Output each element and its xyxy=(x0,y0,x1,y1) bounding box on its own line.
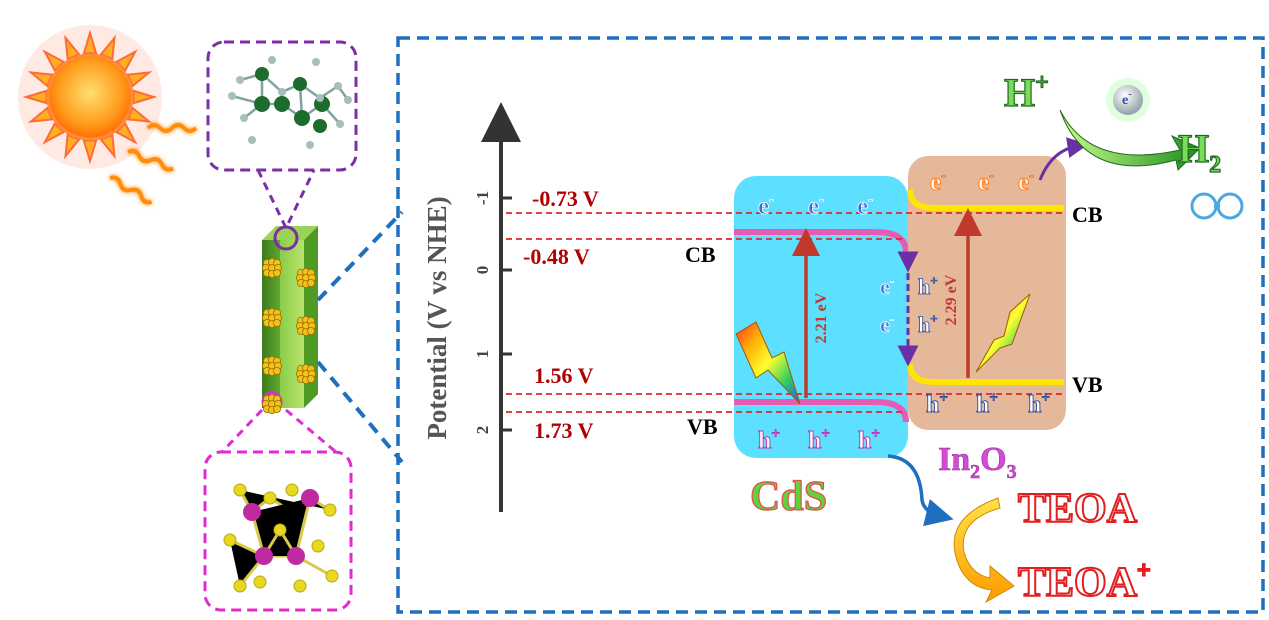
hole: h+ xyxy=(926,390,948,418)
in2o3-electrons: e- e- e- xyxy=(930,168,1035,197)
cds-name: CdS xyxy=(750,474,827,520)
sun-ray xyxy=(114,49,138,73)
hole: h+ xyxy=(758,426,780,454)
sun-ray xyxy=(42,49,66,73)
teoa-label: TEOA xyxy=(1018,486,1138,532)
electron: e- xyxy=(880,273,894,299)
level-in2o3-cb: -0.73 V xyxy=(532,186,599,211)
in2o3-crystal-structure xyxy=(206,40,358,172)
cds-electrons: e- e- e- xyxy=(758,192,874,221)
electron-ball-label: e- xyxy=(1122,89,1132,108)
h2-molecule-icon xyxy=(1190,192,1244,220)
in2o3-holes: h+ h+ h+ xyxy=(926,390,1051,419)
nanoparticle-cluster xyxy=(261,307,282,328)
hole: h+ xyxy=(918,273,938,299)
in2o3-cb-label: CB xyxy=(1072,202,1103,227)
lightning-icon xyxy=(975,293,1031,373)
in2o3-nanoparticles xyxy=(261,257,316,414)
electron: e- xyxy=(978,168,994,196)
in2o3-name: In2O3 xyxy=(938,441,1017,483)
in2o3-band-block xyxy=(907,156,1066,430)
level-in2o3-vb: 1.56 V xyxy=(534,363,594,388)
zoom-lines-top xyxy=(256,169,316,232)
nanoparticle-cluster xyxy=(295,363,316,384)
electron: e- xyxy=(880,311,894,337)
teoa-oxidized-label: TEOA+ xyxy=(1018,558,1151,606)
sun-icon xyxy=(18,25,162,169)
zoom-lines-bottom xyxy=(220,408,337,454)
cds-holes: h+ h+ h+ xyxy=(758,426,881,455)
cds-cb-label: CB xyxy=(685,242,716,267)
level-cds-vb: 1.73 V xyxy=(534,418,594,443)
proton-label: H+ xyxy=(1004,70,1049,115)
potential-axis: -1 0 1 2 Potential (V vs NHE) xyxy=(422,102,521,512)
sun-ray xyxy=(82,139,98,165)
hydrogen-evolution: e- H+ H2 xyxy=(1003,69,1244,220)
hole: h+ xyxy=(808,426,830,454)
cds-vb-label: VB xyxy=(687,414,718,439)
light-rays-icon xyxy=(109,123,198,205)
sun-ray xyxy=(126,71,153,88)
sun-ray xyxy=(27,106,54,123)
sun-ray xyxy=(27,71,54,88)
sun-ray xyxy=(99,133,116,160)
electron: e- xyxy=(930,168,946,196)
teoa-curved-arrow xyxy=(953,497,1015,604)
tick-label: 0 xyxy=(473,266,492,275)
sun-ray xyxy=(42,121,66,145)
sun-ray xyxy=(64,133,81,160)
hole: h+ xyxy=(1028,390,1050,418)
electron: e- xyxy=(758,192,774,220)
in2o3-bandgap: 2.29 eV xyxy=(943,274,960,325)
tick-label: 1 xyxy=(473,350,492,359)
hole-transfer-arrow xyxy=(887,454,954,527)
cds-bandgap: 2.21 eV xyxy=(813,292,830,343)
energy-level-lines xyxy=(506,212,1066,413)
nanoparticle-cluster xyxy=(295,315,316,336)
tick-label: -1 xyxy=(473,191,492,205)
sun-ray xyxy=(114,121,138,145)
hole: h+ xyxy=(918,311,938,337)
electron: e- xyxy=(1018,168,1034,196)
interface-charges: e- e- h+ h+ xyxy=(880,273,938,338)
zoom-lines-main xyxy=(316,210,404,464)
nanoparticle-cluster xyxy=(261,355,282,376)
lightning-icon xyxy=(735,321,801,405)
sun-ray xyxy=(64,34,81,61)
level-cds-cb: -0.48 V xyxy=(523,244,590,269)
cds-crystal-structure xyxy=(203,450,353,612)
electron: e- xyxy=(857,192,873,220)
nanoparticle-cluster xyxy=(261,257,282,278)
sun-ray xyxy=(22,89,48,105)
hole: h+ xyxy=(858,426,880,454)
sun-ray xyxy=(82,29,98,55)
hole: h+ xyxy=(976,390,998,418)
band-diagram-frame xyxy=(396,36,1265,614)
electron: e- xyxy=(808,192,824,220)
cds-band-block xyxy=(734,176,909,458)
sun-ray xyxy=(99,34,116,61)
sun-ray xyxy=(126,106,153,123)
axis-title: Potential (V vs NHE) xyxy=(422,196,452,439)
tick-label: 2 xyxy=(473,426,492,435)
nanoparticle-cluster xyxy=(261,393,282,414)
h2-label: H2 xyxy=(1178,126,1221,178)
nanoparticle-cluster xyxy=(295,267,316,288)
sun-ray xyxy=(132,89,158,105)
in2o3-vb-label: VB xyxy=(1072,372,1103,397)
